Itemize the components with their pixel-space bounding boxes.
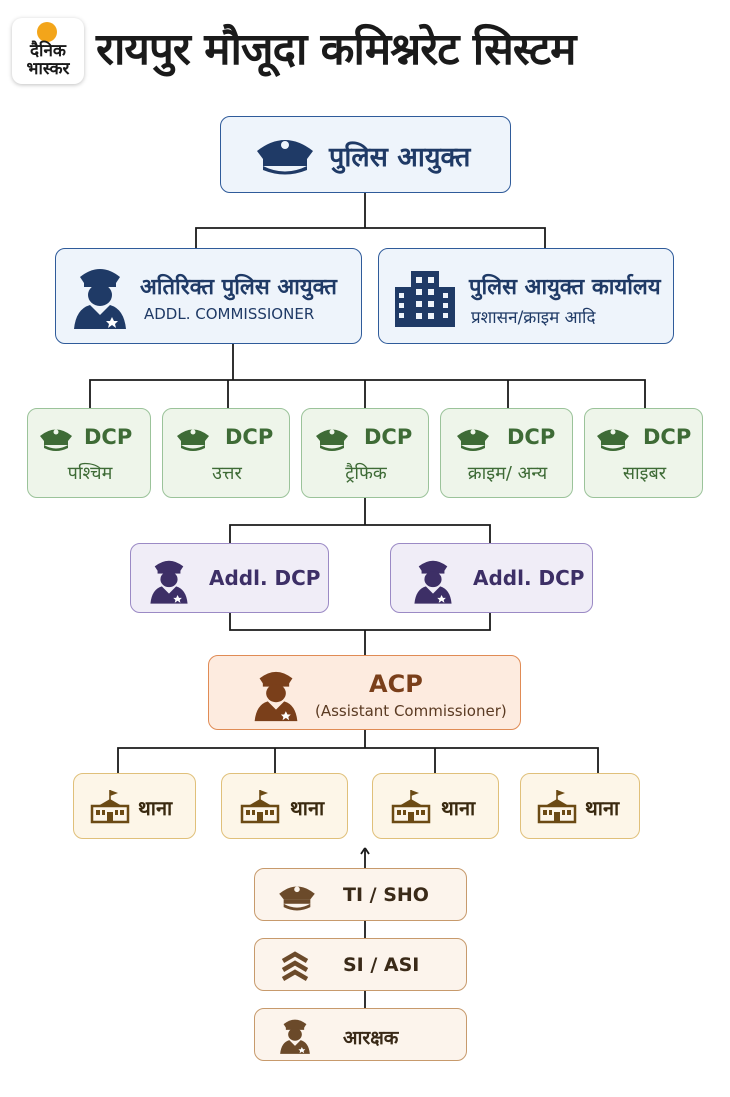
addl-dcp-label: Addl. DCP <box>209 566 321 590</box>
thana-label: थाना <box>290 796 325 820</box>
acp-box: ACP (Assistant Commissioner) <box>208 655 521 730</box>
dainik-bhaskar-logo: दैनिक भास्कर <box>12 18 84 84</box>
police-cap-icon <box>257 140 313 175</box>
commissioner-box: पुलिस आयुक्त <box>220 116 511 193</box>
officer-icon <box>74 269 126 329</box>
police-station-icon <box>240 790 280 824</box>
dcp-box-crime: DCP क्राइम/ अन्य <box>440 408 573 498</box>
dcp-title: DCP <box>364 425 413 449</box>
rank-label: आरक्षक <box>343 1027 399 1049</box>
officer-icon <box>414 560 452 604</box>
dcp-box-west: DCP पश्चिम <box>27 408 151 498</box>
dcp-sub: ट्रैफिक <box>345 463 387 484</box>
dcp-sub: उत्तर <box>212 463 242 484</box>
rank-box-constable: आरक्षक <box>254 1008 467 1061</box>
chevron-rank-icon <box>281 951 309 981</box>
dcp-title: DCP <box>84 425 133 449</box>
police-station-icon <box>391 790 431 824</box>
cap-icon <box>316 429 348 451</box>
officer-icon <box>280 1019 310 1054</box>
cap-icon <box>279 886 315 911</box>
officer-icon <box>150 560 188 604</box>
rank-label: SI / ASI <box>343 954 420 976</box>
addl-dcp-box-left: Addl. DCP <box>130 543 329 613</box>
logo-line-1: दैनिक <box>30 41 66 61</box>
rank-box-si-asi: SI / ASI <box>254 938 467 991</box>
commissioner-label: पुलिस आयुक्त <box>329 142 471 173</box>
police-station-icon <box>537 790 577 824</box>
officer-icon <box>254 671 298 722</box>
cap-icon <box>177 429 209 451</box>
page-title: रायपुर मौजूदा कमिश्नरेट सिस्टम <box>96 24 577 75</box>
dcp-box-north: DCP उत्तर <box>162 408 290 498</box>
sun-icon <box>37 22 57 42</box>
cap-icon <box>40 429 72 451</box>
rank-label: TI / SHO <box>343 884 429 906</box>
logo-line-2: भास्कर <box>26 59 70 79</box>
thana-box: थाना <box>372 773 499 839</box>
acp-title: ACP <box>369 670 423 698</box>
thana-label: थाना <box>441 796 476 820</box>
dcp-box-cyber: DCP साइबर <box>584 408 703 498</box>
acp-sub: (Assistant Commissioner) <box>315 702 507 720</box>
addl-dcp-label: Addl. DCP <box>473 566 585 590</box>
commissioner-office-label: पुलिस आयुक्त कार्यालय <box>469 275 661 300</box>
thana-label: थाना <box>138 796 173 820</box>
dcp-sub: क्राइम/ अन्य <box>467 463 548 484</box>
building-icon <box>395 271 455 327</box>
thana-box: थाना <box>221 773 348 839</box>
addl-dcp-box-right: Addl. DCP <box>390 543 593 613</box>
thana-label: थाना <box>585 796 620 820</box>
addl-commissioner-box: अतिरिक्त पुलिस आयुक्त ADDL. COMMISSIONER <box>55 248 362 344</box>
dcp-sub: पश्चिम <box>67 463 113 484</box>
thana-box: थाना <box>520 773 640 839</box>
dcp-box-traffic: DCP ट्रैफिक <box>301 408 429 498</box>
cap-icon <box>597 429 629 451</box>
dcp-sub: साइबर <box>622 463 667 484</box>
addl-commissioner-label: अतिरिक्त पुलिस आयुक्त <box>140 275 337 300</box>
addl-commissioner-sub: ADDL. COMMISSIONER <box>144 305 315 323</box>
thana-box: थाना <box>73 773 196 839</box>
police-station-icon <box>90 790 130 824</box>
rank-box-ti-sho: TI / SHO <box>254 868 467 921</box>
cap-icon <box>457 429 489 451</box>
dcp-title: DCP <box>643 425 692 449</box>
dcp-title: DCP <box>507 425 556 449</box>
commissioner-office-sub: प्रशासन/क्राइम आदि <box>471 308 596 328</box>
commissioner-office-box: पुलिस आयुक्त कार्यालय प्रशासन/क्राइम आदि <box>378 248 674 344</box>
dcp-title: DCP <box>225 425 274 449</box>
